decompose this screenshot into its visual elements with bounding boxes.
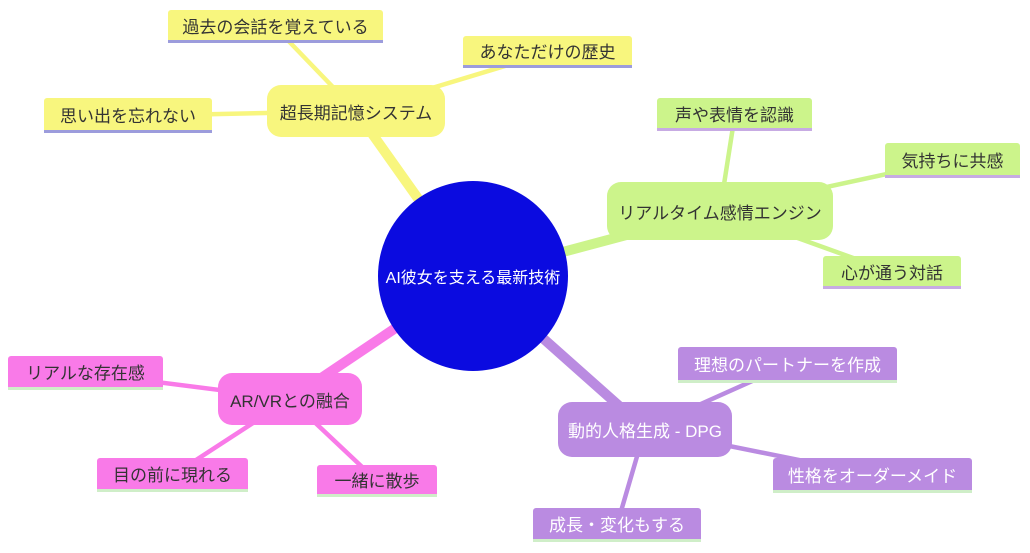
leaf-node-dpg-0: 理想のパートナーを作成 [678,347,897,383]
leaf-node-memory-1-label: あなただけの歴史 [479,43,616,62]
branch-node-arvr: AR/VRとの融合 [218,373,362,425]
leaf-node-memory-2: 思い出を忘れない [44,98,212,133]
leaf-node-dpg-1-label: 性格をオーダーメイド [787,466,958,486]
branch-node-dpg-label: 動的人格生成 - DPG [568,422,722,441]
leaf-node-memory-1: あなただけの歴史 [463,36,632,68]
root-node: AI彼女を支える最新技術 [378,181,568,371]
leaf-node-emotion-2: 心が通う対話 [823,256,961,289]
leaf-node-emotion-1: 気持ちに共感 [885,143,1020,178]
leaf-node-emotion-0: 声や表情を認識 [657,98,812,131]
leaf-node-dpg-1: 性格をオーダーメイド [773,458,972,493]
leaf-node-emotion-0-label: 声や表情を認識 [675,105,794,125]
leaf-node-memory-2-label: 思い出を忘れない [60,106,196,126]
leaf-node-arvr-0: リアルな存在感 [8,356,163,390]
branch-node-emotion-label: リアルタイム感情エンジン [618,203,822,223]
branch-node-dpg: 動的人格生成 - DPG [558,402,732,457]
leaf-node-memory-0-label: 過去の会話を覚えている [182,17,369,37]
branch-node-memory: 超長期記憶システム [267,85,445,137]
leaf-node-emotion-1-label: 気持ちに共感 [901,151,1004,171]
leaf-node-emotion-2-label: 心が通う対話 [841,263,943,283]
leaf-node-arvr-0-label: リアルな存在感 [26,364,145,383]
leaf-node-dpg-2: 成長・変化もする [533,508,701,542]
leaf-node-arvr-2-label: 一緒に散歩 [334,472,420,491]
branch-node-memory-label: 超長期記憶システム [279,103,433,123]
leaf-node-arvr-1: 目の前に現れる [97,458,248,492]
leaf-node-dpg-2-label: 成長・変化もする [549,516,685,535]
leaf-node-dpg-0-label: 理想のパートナーを作成 [694,356,881,375]
leaf-node-arvr-1-label: 目の前に現れる [113,466,232,485]
leaf-node-arvr-2: 一緒に散歩 [317,465,437,497]
leaf-node-memory-0: 過去の会話を覚えている [168,10,383,43]
branch-node-arvr-label: AR/VRとの融合 [230,391,350,411]
root-node-label: AI彼女を支える最新技術 [385,270,561,287]
branch-node-emotion: リアルタイム感情エンジン [607,182,833,240]
